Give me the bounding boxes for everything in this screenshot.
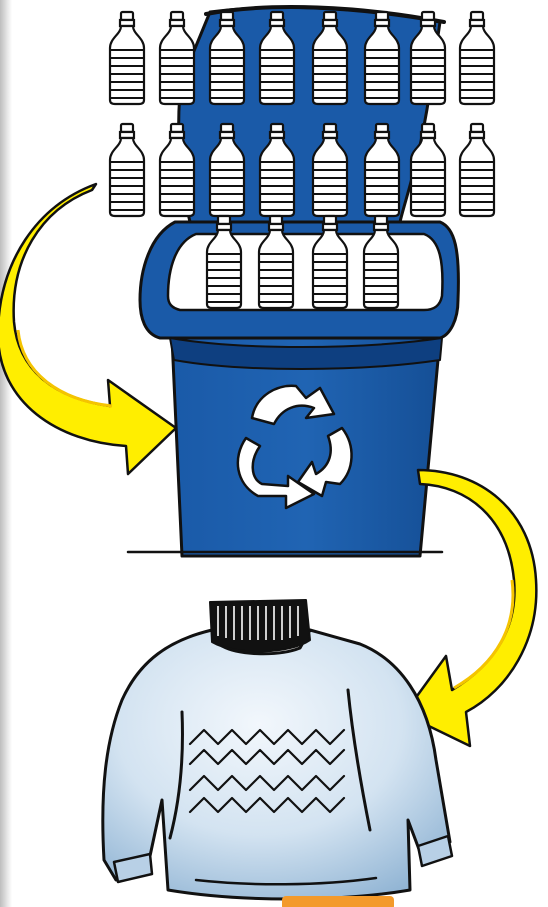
plastic-bottle-icon [460, 12, 494, 104]
plastic-bottle-icon [110, 124, 144, 216]
orange-tab [282, 896, 394, 907]
plastic-bottle-icon [110, 12, 144, 104]
plastic-bottle-icon [460, 124, 494, 216]
plastic-bottle-icon [160, 12, 194, 104]
sweater-icon [103, 600, 452, 899]
